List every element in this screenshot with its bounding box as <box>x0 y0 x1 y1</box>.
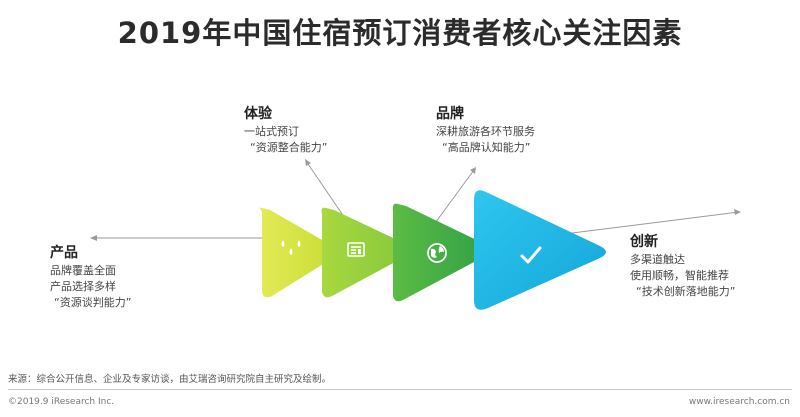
water-drops-icon <box>281 240 301 255</box>
factor-line: 使用顺畅，智能推荐 <box>630 269 729 282</box>
newspaper-icon <box>347 242 365 257</box>
connector-innovation <box>547 211 740 237</box>
arrowhead-innovation <box>734 209 741 215</box>
factor-line: “资源整合能力” <box>250 141 328 154</box>
factor-line: 一站式预订 <box>244 125 299 138</box>
factor-experience: 体验 一站式预订 “资源整合能力” <box>244 105 327 156</box>
stage-experience-shape <box>321 207 413 298</box>
connector-brand <box>429 169 475 231</box>
factor-heading: 产品 <box>50 245 78 261</box>
factor-line: 品牌覆盖全面 <box>50 264 116 277</box>
arrowhead-brand <box>470 167 476 174</box>
stage-brand-shape <box>392 203 493 302</box>
arrowhead-experience <box>305 159 311 166</box>
arrowhead-product <box>90 235 97 241</box>
website-url: www.iresearch.com.cn <box>688 397 790 407</box>
factor-line: 产品选择多样 <box>50 280 116 293</box>
factor-line: 深耕旅游各环节服务 <box>436 125 535 138</box>
globe-icon <box>427 243 447 263</box>
factor-line: “高品牌认知能力” <box>442 141 531 154</box>
factor-heading: 品牌 <box>436 106 464 122</box>
copyright: ©2019.9 iResearch Inc. <box>8 397 115 407</box>
factor-line: 多渠道触达 <box>630 253 685 266</box>
stage-product-shape <box>260 207 339 298</box>
factor-innovation: 创新 多渠道触达 使用顺畅，智能推荐 “技术创新落地能力” <box>630 233 735 300</box>
factor-heading: 创新 <box>630 234 658 250</box>
factor-line: “技术创新落地能力” <box>636 285 736 298</box>
page-title: 2019年中国住宿预订消费者核心关注因素 <box>117 16 683 50</box>
checkmark-icon <box>520 246 542 264</box>
factor-brand: 品牌 深耕旅游各环节服务 “高品牌认知能力” <box>436 105 535 156</box>
footer-divider <box>8 389 792 390</box>
factor-product: 产品 品牌覆盖全面 产品选择多样 “资源谈判能力” <box>50 244 131 311</box>
source-note: 来源：综合公开信息、企业及专家访谈，由艾瑞咨询研究院自主研究及绘制。 <box>8 374 332 385</box>
factor-line: “资源谈判能力” <box>54 296 132 309</box>
factor-heading: 体验 <box>244 106 272 122</box>
